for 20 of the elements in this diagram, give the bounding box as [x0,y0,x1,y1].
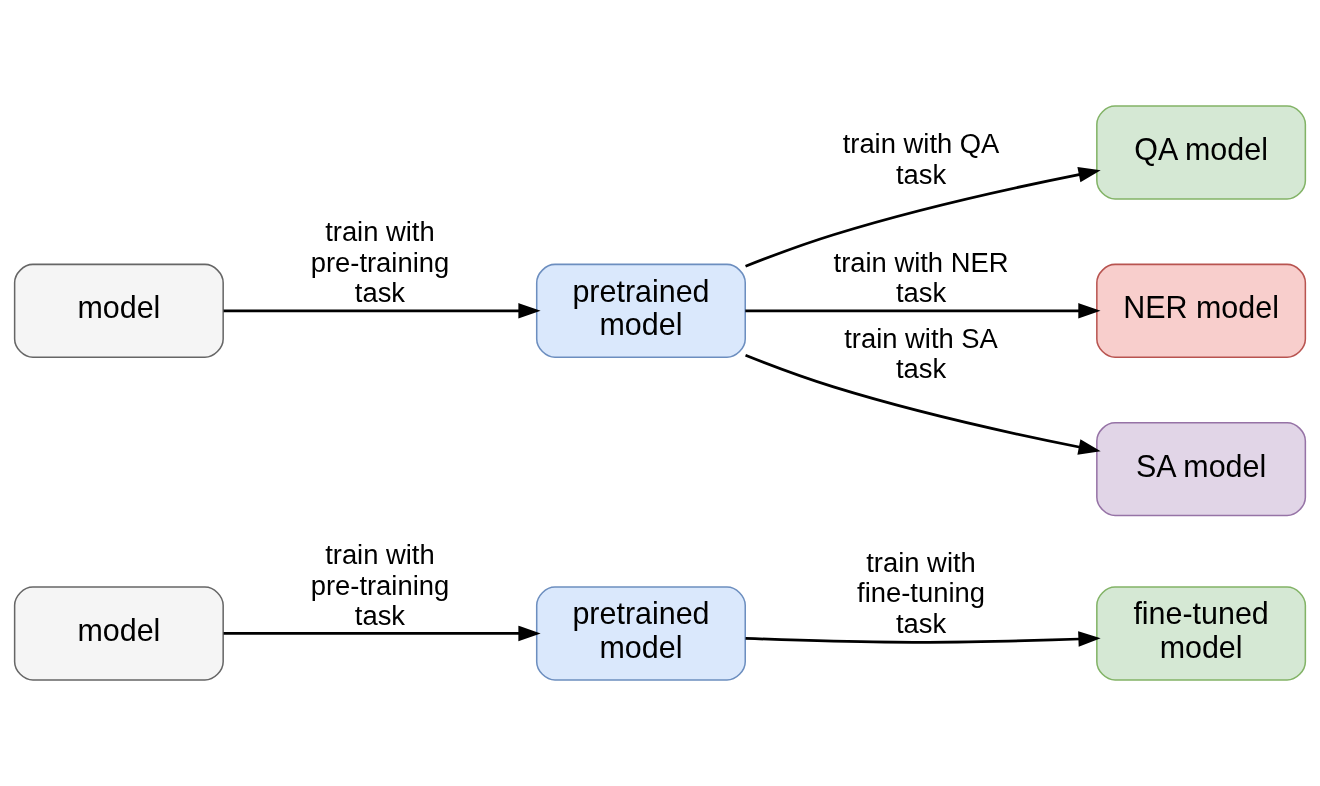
node-box: SA model [1096,421,1307,517]
arrow [223,303,541,319]
edge-label: train with pre-training task [310,216,450,309]
node-box: QA model [1096,105,1307,200]
node-box: model [13,586,224,681]
node-box: fine-tuned model [1096,586,1307,681]
node-box: NER model [1096,263,1307,358]
node-box: pretrained model [535,586,746,681]
node-box: pretrained model [535,263,746,358]
edge-label: train with pre-training task [310,539,450,631]
edge-label: train with QA task [842,128,1000,190]
arrow [745,303,1101,319]
edge-label: train with fine-tuning task [857,546,985,639]
arrow [745,631,1101,647]
edge-label: train with NER task [833,246,1009,309]
arrow [223,625,541,642]
arrow [745,354,1101,455]
node-box: model [13,263,224,358]
edge-label: train with SA task [844,322,998,385]
arrow [745,166,1101,268]
